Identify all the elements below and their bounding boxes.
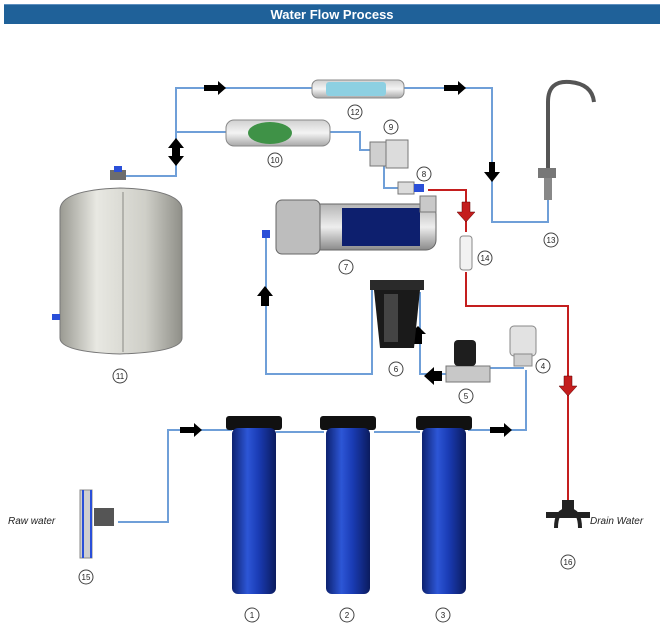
callout-6: 6 <box>388 361 404 377</box>
arrow-down-icon <box>484 162 500 182</box>
component-number-label: 16 <box>564 558 573 567</box>
carbon-filter-3 <box>416 416 472 594</box>
arrow-down-icon <box>456 201 476 223</box>
callout-1: 1 <box>244 607 260 623</box>
faucet-13 <box>538 79 596 200</box>
callout-7: 7 <box>338 259 354 275</box>
arrow-right-icon <box>204 81 226 95</box>
component-number-label: 9 <box>389 123 394 132</box>
drain-water-label: Drain Water <box>590 516 644 527</box>
storage-tank <box>52 166 183 355</box>
component-number-label: 8 <box>422 170 427 179</box>
carbon-filter-2 <box>320 416 376 594</box>
check-valve-8 <box>397 181 424 195</box>
callout-11: 11 <box>112 368 128 384</box>
post-carbon-filter-10 <box>225 119 331 147</box>
arrow-left-icon <box>424 367 442 385</box>
callout-15: 15 <box>78 569 94 585</box>
drain-line-lower <box>465 272 569 505</box>
component-number-label: 12 <box>351 108 360 117</box>
callout-8: 8 <box>416 166 432 182</box>
pipe-filter3-to-valve <box>468 370 527 431</box>
feed-valve-15 <box>79 489 114 559</box>
arrow-up-icon <box>257 286 273 306</box>
callout-3: 3 <box>435 607 451 623</box>
callout-9: 9 <box>383 119 399 135</box>
component-number-label: 4 <box>541 362 546 371</box>
pipe-raw-inlet <box>118 429 232 523</box>
pipe-to-membrane <box>265 233 373 375</box>
component-number-label: 6 <box>394 365 399 374</box>
arrow-down-icon <box>558 375 578 397</box>
page-title: Water Flow Process <box>4 4 660 24</box>
drain-arrows <box>456 201 578 397</box>
component-number-label: 10 <box>271 156 280 165</box>
callout-16: 16 <box>560 554 576 570</box>
pipe-9-to-8 <box>383 166 400 189</box>
flow-restrictor-14 <box>459 235 473 271</box>
component-number-label: 14 <box>481 254 490 263</box>
callout-4: 4 <box>535 358 551 374</box>
callout-14: 14 <box>477 250 493 266</box>
booster-housing-6 <box>370 280 424 348</box>
callout-13: 13 <box>543 232 559 248</box>
double-arrow-icon <box>168 138 184 166</box>
arrow-right-icon <box>444 81 466 95</box>
shutoff-valve-9 <box>369 139 409 169</box>
callout-12: 12 <box>347 104 363 120</box>
component-number-label: 11 <box>116 372 125 381</box>
component-number-label: 7 <box>344 263 349 272</box>
component-number-label: 1 <box>250 611 255 620</box>
callout-10: 10 <box>267 152 283 168</box>
component-number-label: 2 <box>345 611 350 620</box>
sediment-filter-1 <box>226 416 282 594</box>
raw-water-label: Raw water <box>8 516 56 527</box>
component-number-label: 3 <box>441 611 446 620</box>
flow-arrows <box>168 81 512 437</box>
drain-saddle-16 <box>546 500 590 529</box>
arrow-right-icon <box>180 423 202 437</box>
pressure-switch-4 <box>509 325 537 367</box>
component-number-label: 15 <box>82 573 91 582</box>
inline-filter-12 <box>311 79 405 99</box>
component-number-label: 13 <box>547 236 556 245</box>
pump-5 <box>445 340 491 383</box>
arrow-right-icon <box>490 423 512 437</box>
ro-membrane-housing-7 <box>262 195 437 255</box>
component-number-label: 5 <box>464 392 469 401</box>
callout-2: 2 <box>339 607 355 623</box>
pipe-10-to-9 <box>330 131 372 151</box>
callout-5: 5 <box>458 388 474 404</box>
